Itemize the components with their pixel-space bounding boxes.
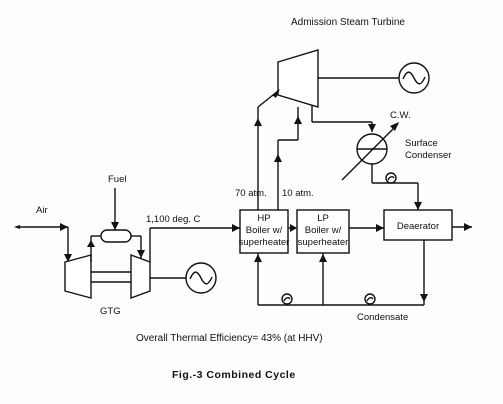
feed-pump-2-icon [364, 293, 376, 305]
cw-label: C.W. [390, 110, 411, 121]
figure-caption: Fig.-3 Combined Cycle [172, 369, 296, 381]
pressure-10-label: 10 atm. [282, 188, 314, 199]
gtg-compressor [64, 254, 92, 299]
lp-steam-arrow [294, 116, 302, 124]
svg-text:HP: HP [257, 213, 270, 224]
svg-text:Boiler w/: Boiler w/ [246, 225, 283, 236]
feed-pump-1-icon [281, 293, 293, 305]
air-label: Air [36, 205, 48, 216]
steam-turbine [277, 49, 319, 108]
deaerator [383, 209, 453, 241]
efficiency-note: Overall Thermal Efficiency= 43% (at HHV) [136, 333, 323, 344]
svg-text:superheater: superheater [239, 237, 290, 248]
hp-steam-arrow [254, 118, 262, 126]
condenser-label: Condenser [405, 150, 451, 161]
svg-text:LP: LP [317, 213, 329, 224]
turbine-generator-icon [398, 62, 430, 94]
condensate-pump-icon [385, 172, 397, 184]
pressure-70-label: 70 atm. [235, 188, 267, 199]
svg-text:Deaerator: Deaerator [397, 221, 439, 232]
gtg-generator-icon [185, 262, 217, 294]
temperature-label: 1,100 deg. C [146, 214, 201, 225]
gtg-label: GTG [100, 306, 121, 317]
hp-boiler [239, 209, 289, 254]
gtg-turbine [130, 253, 151, 300]
condensate-label: Condensate [357, 312, 408, 323]
svg-text:superheater: superheater [298, 237, 349, 248]
combustor [100, 229, 132, 243]
fuel-label: Fuel [108, 174, 126, 185]
turbine-title: Admission Steam Turbine [291, 17, 405, 28]
surface-label: Surface [405, 138, 438, 149]
lp-boiler [296, 209, 350, 254]
surface-condenser [341, 122, 399, 181]
svg-text:Boiler w/: Boiler w/ [305, 225, 342, 236]
